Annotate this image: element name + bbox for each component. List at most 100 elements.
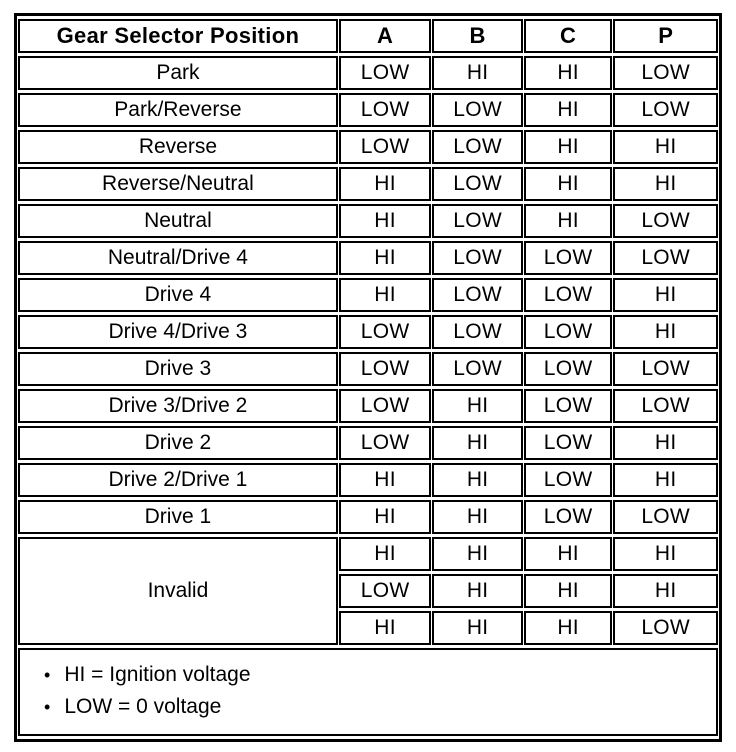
table-row-drive3-drive2: Drive 3/Drive 2 LOW HI LOW LOW: [18, 389, 718, 423]
signal-b-value: LOW: [432, 204, 523, 238]
legend-low-text: LOW = 0 voltage: [64, 695, 222, 718]
table-row-park: Park LOW HI HI LOW: [18, 56, 718, 90]
table-row-reverse-neutral: Reverse/Neutral HI LOW HI HI: [18, 167, 718, 201]
signal-p-value: HI: [613, 426, 718, 460]
gear-position-label: Drive 3/Drive 2: [18, 389, 338, 423]
signal-a-value: LOW: [338, 56, 432, 90]
signal-a-value: LOW: [338, 426, 432, 460]
signal-b-value: LOW: [432, 167, 523, 201]
gear-position-label: Drive 3: [18, 352, 338, 386]
column-header-a: A: [338, 19, 432, 53]
column-header-p: P: [613, 19, 718, 53]
signal-b-value: LOW: [432, 278, 523, 312]
legend-line-hi: • HI = Ignition voltage: [44, 659, 706, 691]
signal-c-value: LOW: [523, 389, 613, 423]
signal-a-value: LOW: [338, 93, 432, 127]
signal-a-value: LOW: [338, 315, 432, 349]
signal-a-value: HI: [338, 463, 432, 497]
signal-a-value: LOW: [338, 389, 432, 423]
gear-position-label: Neutral/Drive 4: [18, 241, 338, 275]
signal-b-value: LOW: [432, 241, 523, 275]
table-row-park-reverse: Park/Reverse LOW LOW HI LOW: [18, 93, 718, 127]
signal-b-value: HI: [432, 463, 523, 497]
table-row-drive4-drive3: Drive 4/Drive 3 LOW LOW LOW HI: [18, 315, 718, 349]
signal-c-value: HI: [523, 167, 613, 201]
bullet-icon: •: [44, 697, 51, 717]
signal-c-value: HI: [523, 130, 613, 164]
table-row-neutral-drive4: Neutral/Drive 4 HI LOW LOW LOW: [18, 241, 718, 275]
signal-b-value: HI: [432, 500, 523, 534]
signal-p-value: HI: [613, 278, 718, 312]
gear-position-label: Park: [18, 56, 338, 90]
signal-b-value: LOW: [432, 130, 523, 164]
signal-p-value: HI: [613, 167, 718, 201]
gear-position-label-invalid: Invalid: [18, 537, 338, 645]
gear-position-label: Drive 1: [18, 500, 338, 534]
signal-c-value: LOW: [523, 500, 613, 534]
gear-position-label: Reverse: [18, 130, 338, 164]
gear-position-label: Drive 4/Drive 3: [18, 315, 338, 349]
signal-p-value: LOW: [613, 500, 718, 534]
table-footer-row: • HI = Ignition voltage • LOW = 0 voltag…: [18, 648, 718, 736]
signal-p-value: LOW: [613, 241, 718, 275]
table-row-invalid-2: LOW HI HI HI: [18, 574, 718, 608]
signal-c-value: HI: [523, 56, 613, 90]
signal-a-value: LOW: [338, 352, 432, 386]
table-row-drive2-drive1: Drive 2/Drive 1 HI HI LOW HI: [18, 463, 718, 497]
signal-a-value: HI: [338, 204, 432, 238]
bullet-icon: •: [44, 665, 51, 685]
signal-b-value: HI: [432, 537, 523, 571]
gear-position-label: Park/Reverse: [18, 93, 338, 127]
signal-c-value: HI: [523, 574, 613, 608]
signal-b-value: HI: [432, 574, 523, 608]
signal-c-value: LOW: [523, 315, 613, 349]
signal-a-value: HI: [338, 167, 432, 201]
signal-a-value: HI: [338, 611, 432, 645]
signal-a-value: HI: [338, 241, 432, 275]
gear-selector-signal-table: Gear Selector Position A B C P Park LOW …: [14, 13, 722, 742]
signal-a-value: LOW: [338, 130, 432, 164]
signal-p-value: HI: [613, 463, 718, 497]
column-header-gear-selector-position: Gear Selector Position: [18, 19, 338, 53]
signal-p-value: LOW: [613, 352, 718, 386]
signal-a-value: LOW: [338, 574, 432, 608]
signal-b-value: LOW: [432, 315, 523, 349]
signal-c-value: HI: [523, 611, 613, 645]
signal-c-value: LOW: [523, 278, 613, 312]
signal-p-value: LOW: [613, 56, 718, 90]
signal-b-value: LOW: [432, 352, 523, 386]
signal-b-value: HI: [432, 389, 523, 423]
signal-p-value: HI: [613, 315, 718, 349]
signal-c-value: HI: [523, 204, 613, 238]
signal-a-value: HI: [338, 500, 432, 534]
table-row-invalid-1: Invalid HI HI HI HI: [18, 537, 718, 645]
table-row-drive4: Drive 4 HI LOW LOW HI: [18, 278, 718, 312]
signal-c-value: HI: [523, 537, 613, 571]
signal-c-value: LOW: [523, 241, 613, 275]
table-header-row: Gear Selector Position A B C P: [18, 19, 718, 53]
gear-position-label: Drive 2: [18, 426, 338, 460]
gear-position-label: Drive 4: [18, 278, 338, 312]
signal-c-value: LOW: [523, 463, 613, 497]
column-header-c: C: [523, 19, 613, 53]
signal-a-value: HI: [338, 537, 432, 571]
signal-p-value: HI: [613, 574, 718, 608]
legend-hi-text: HI = Ignition voltage: [64, 663, 251, 686]
gear-position-label: Reverse/Neutral: [18, 167, 338, 201]
signal-c-value: HI: [523, 93, 613, 127]
signal-c-value: LOW: [523, 426, 613, 460]
signal-c-value: LOW: [523, 352, 613, 386]
signal-p-value: HI: [613, 130, 718, 164]
signal-p-value: LOW: [613, 204, 718, 238]
signal-b-value: HI: [432, 56, 523, 90]
signal-b-value: HI: [432, 426, 523, 460]
column-header-b: B: [432, 19, 523, 53]
signal-a-value: HI: [338, 278, 432, 312]
gear-position-label: Neutral: [18, 204, 338, 238]
table-row-invalid-3: HI HI HI LOW: [18, 611, 718, 645]
signal-p-value: LOW: [613, 389, 718, 423]
signal-b-value: LOW: [432, 93, 523, 127]
signal-p-value: LOW: [613, 611, 718, 645]
signal-p-value: LOW: [613, 93, 718, 127]
